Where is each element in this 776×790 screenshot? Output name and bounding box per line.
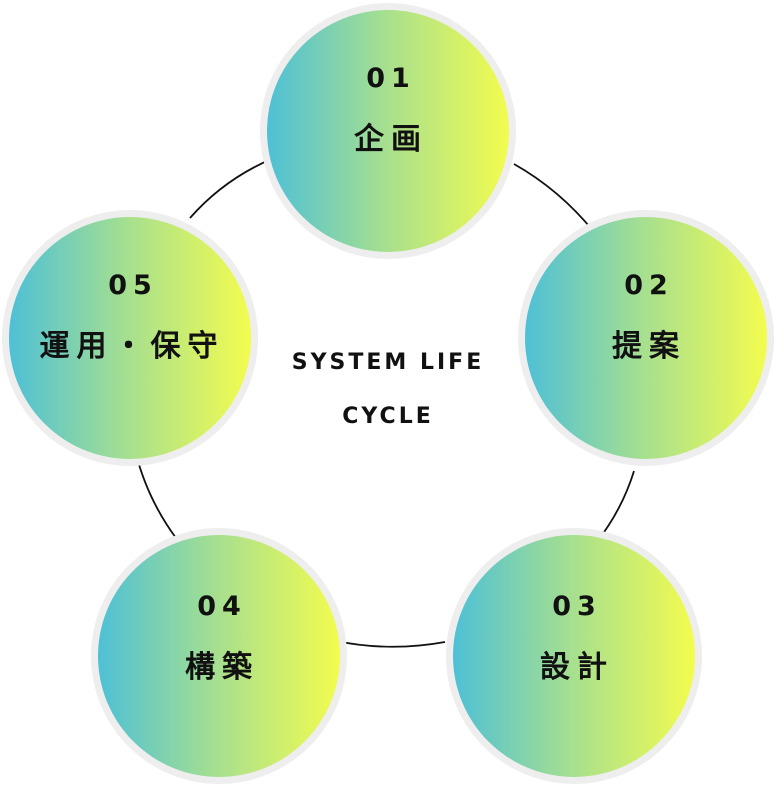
step-number: 02 <box>624 270 674 301</box>
arrow-03-to-04 <box>334 637 446 648</box>
step-number: 04 <box>197 591 247 622</box>
step-label: 運用・保守 <box>40 329 225 364</box>
step-circle-01: 01 企画 <box>260 3 516 259</box>
step-circle-04: 04 構築 <box>91 528 347 784</box>
step-circle-05: 05 運用・保守 <box>2 210 258 466</box>
arrow-01-to-02 <box>513 163 596 234</box>
step-circle-02: 02 提案 <box>518 210 774 466</box>
step-gradient-fill <box>525 217 767 459</box>
center-title-line2: CYCLE <box>342 404 433 429</box>
step-gradient-fill <box>9 217 251 459</box>
step-gradient-fill <box>453 535 695 777</box>
center-title-line1: SYSTEM LIFE <box>292 350 484 375</box>
arrow-04-to-05 <box>133 452 177 539</box>
step-circle-03: 03 設計 <box>446 528 702 784</box>
step-gradient-fill <box>267 10 509 252</box>
step-label: 企画 <box>354 122 428 157</box>
center-title: SYSTEM LIFE CYCLE <box>292 350 484 429</box>
step-gradient-fill <box>98 535 340 777</box>
step-number: 03 <box>552 591 602 622</box>
step-label: 構築 <box>185 650 259 685</box>
step-label: 設計 <box>540 650 614 685</box>
step-label: 提案 <box>612 329 686 364</box>
step-number: 01 <box>366 63 416 94</box>
step-number: 05 <box>108 270 158 301</box>
arrow-05-to-01 <box>189 155 278 219</box>
